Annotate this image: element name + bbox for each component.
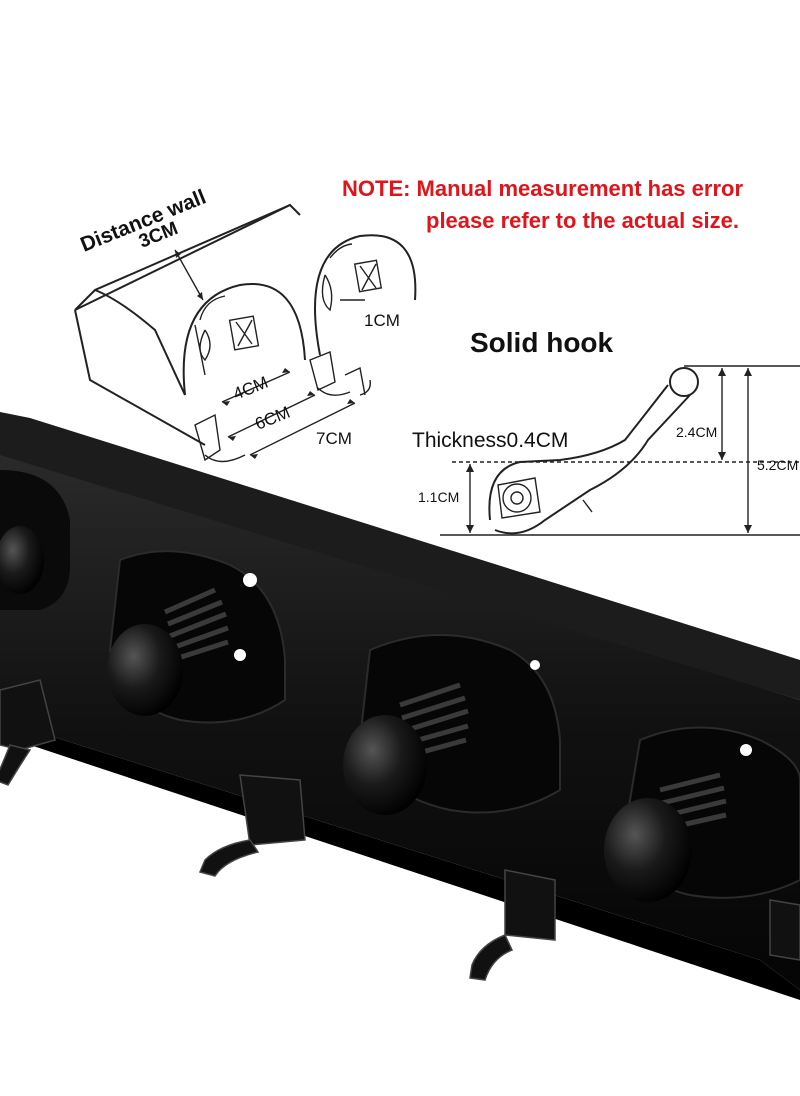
dim-2-4cm-label: 2.4CM	[676, 424, 717, 440]
dim-7cm-label: 7CM	[316, 429, 352, 448]
spring-clip-1	[0, 526, 44, 594]
hook-2	[198, 774, 306, 877]
note-line-1: NOTE: Manual measurement has error	[342, 176, 743, 201]
hook-3	[469, 869, 556, 981]
spring-clip-2	[107, 587, 229, 716]
measurement-note: NOTE: Manual measurement has error pleas…	[342, 176, 743, 233]
screw-hole	[740, 744, 752, 756]
gap-1cm-label: 1CM	[364, 311, 400, 330]
solid-hook-title: Solid hook	[470, 327, 614, 358]
dim-1-1cm-label: 1.1CM	[418, 489, 459, 505]
screw-hole	[243, 573, 257, 587]
spring-clip-4	[604, 772, 727, 902]
thickness-label: Thickness0.4CM	[412, 429, 568, 452]
hook-4	[769, 899, 800, 961]
dim-6cm-label: 6CM	[252, 403, 292, 434]
product-photo	[0, 412, 800, 1096]
left-dimension-diagram: Distance wall 3CM 1CM 4CM 6CM 7CM	[74, 185, 417, 463]
hook-1	[0, 679, 56, 786]
solid-hook-diagram: Solid hook Thickness0.4CM 2.4CM 5.2CM 1.…	[412, 327, 800, 536]
dim-5-2cm-label: 5.2CM	[757, 457, 798, 473]
rail-top	[0, 412, 800, 700]
screw-hole	[530, 660, 540, 670]
spring-clip-3	[343, 682, 469, 815]
screw-hole	[234, 649, 246, 661]
dim-4cm-label: 4CM	[230, 373, 270, 404]
rail-bottom-edge	[0, 720, 800, 1000]
note-line-2: please refer to the actual size.	[426, 208, 739, 233]
